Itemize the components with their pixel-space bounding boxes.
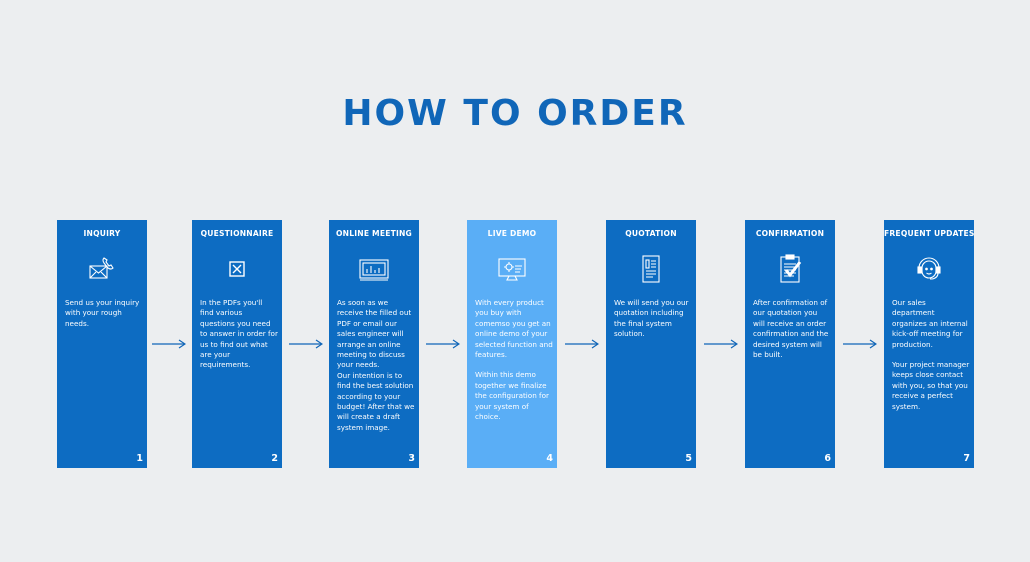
step-title: ONLINE MEETING bbox=[336, 229, 412, 238]
envelope-phone-icon bbox=[87, 254, 117, 284]
step-title: INQUIRY bbox=[83, 229, 121, 238]
arrow-right-icon bbox=[426, 338, 460, 350]
arrow-right-icon bbox=[152, 338, 186, 350]
step-number: 2 bbox=[271, 453, 278, 464]
document-icon bbox=[636, 254, 666, 284]
step-description: Send us your inquiry with your rough nee… bbox=[65, 298, 140, 328]
step-card-online-meeting: ONLINE MEETING As soon as we receive the… bbox=[329, 220, 419, 468]
step-number: 1 bbox=[136, 453, 143, 464]
step-description: Our sales department organizes an intern… bbox=[892, 298, 970, 411]
step-title: QUOTATION bbox=[625, 229, 677, 238]
step-title: LIVE DEMO bbox=[487, 229, 537, 238]
step-card-confirmation: CONFIRMATION After confirmation of our q… bbox=[745, 220, 835, 468]
step-card-questionnaire: QUESTIONNAIRE In the PDFs you'll find va… bbox=[192, 220, 282, 468]
arrow-right-icon bbox=[843, 338, 877, 350]
step-number: 7 bbox=[963, 453, 970, 464]
step-description: As soon as we receive the filled out PDF… bbox=[337, 298, 415, 432]
headset-agent-icon bbox=[914, 254, 944, 284]
step-title: FREQUENT UPDATES bbox=[884, 229, 975, 238]
monitor-gear-icon bbox=[497, 254, 527, 284]
step-description: After confirmation of our quotation you … bbox=[753, 298, 829, 360]
step-number: 4 bbox=[546, 453, 553, 464]
step-card-quotation: QUOTATION We will send you our quotation… bbox=[606, 220, 696, 468]
arrow-right-icon bbox=[565, 338, 599, 350]
step-description: We will send you our quotation including… bbox=[614, 298, 689, 339]
checkbox-x-icon bbox=[222, 254, 252, 284]
step-title: QUESTIONNAIRE bbox=[200, 229, 274, 238]
step-description: With every product you buy with comemso … bbox=[475, 298, 553, 422]
step-number: 3 bbox=[408, 453, 415, 464]
step-card-inquiry: INQUIRY Send us your inquiry with your r… bbox=[57, 220, 147, 468]
step-number: 6 bbox=[824, 453, 831, 464]
monitor-chart-icon bbox=[359, 254, 389, 284]
step-title: CONFIRMATION bbox=[755, 229, 825, 238]
step-card-frequent-updates: FREQUENT UPDATES Our sales department or… bbox=[884, 220, 974, 468]
arrow-right-icon bbox=[289, 338, 323, 350]
step-card-live-demo: LIVE DEMO With every product you buy wit… bbox=[467, 220, 557, 468]
step-number: 5 bbox=[685, 453, 692, 464]
clipboard-check-icon bbox=[775, 254, 805, 284]
arrow-right-icon bbox=[704, 338, 738, 350]
page-title: HOW TO ORDER bbox=[342, 93, 688, 134]
step-description: In the PDFs you'll find various question… bbox=[200, 298, 278, 370]
